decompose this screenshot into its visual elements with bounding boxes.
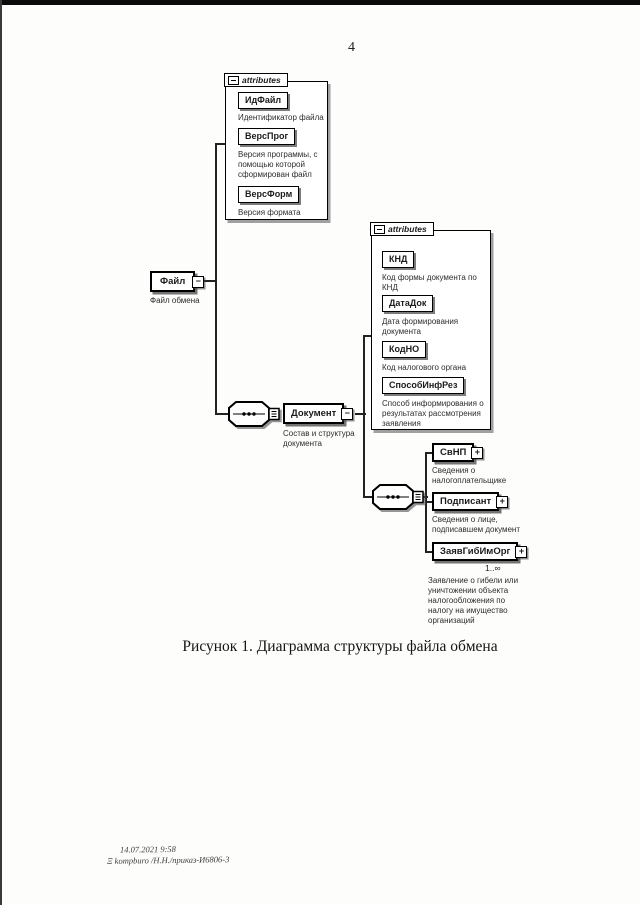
connector-line <box>425 551 433 553</box>
element-node-podpisant: Подписант + <box>432 492 509 511</box>
element-annotation: Сведения о лице, подписавшем документ <box>432 515 521 534</box>
element-node-svnp: СвНП + <box>432 443 484 462</box>
sequence-icon <box>228 401 280 427</box>
connector-line <box>363 496 375 498</box>
element-name: Подписант <box>440 496 492 507</box>
attributes-label: attributes <box>242 75 281 85</box>
attribute-node-sposobinfrez: СпособИнфРез <box>382 377 465 394</box>
cardinality-label: 1..∞ <box>485 563 501 573</box>
attribute-annotation: Идентификатор файла <box>238 113 324 122</box>
expand-icon: + <box>471 446 484 459</box>
attribute-annotation: Версия формата <box>238 208 301 217</box>
element-annotation: Файл обмена <box>150 296 200 305</box>
attributes-box-file: attributes ИдФайл Идентификатор файла Ве… <box>224 73 328 220</box>
connector-line <box>204 280 217 282</box>
attributes-box-document: attributes КНД Код формы документа по КН… <box>370 222 491 430</box>
collapse-icon <box>374 224 385 234</box>
attributes-tab: attributes <box>224 73 288 87</box>
attribute-node-knd: КНД <box>382 251 415 268</box>
attribute-annotation: Дата формирования документа <box>382 317 459 336</box>
attributes-tab: attributes <box>370 222 434 236</box>
footer-reference: Ξ kompburo /Н.Н./приказ-И6806-3 <box>107 854 230 866</box>
element-node-zayavgibimorg: ЗаявГибИмОрг + <box>432 542 528 561</box>
element-node-file: Файл − <box>150 271 205 292</box>
attribute-node-versprog: ВерсПрог <box>238 128 296 145</box>
expand-icon: + <box>496 495 509 508</box>
element-annotation: Сведения о налогоплательщике <box>432 466 507 485</box>
expand-icon: + <box>515 545 528 558</box>
attribute-node-datadok: ДатаДок <box>382 295 434 312</box>
connector-line <box>355 413 366 415</box>
page-number: 4 <box>348 40 355 55</box>
collapse-icon: − <box>192 275 205 288</box>
attribute-annotation: Способ информирования о результатах расс… <box>382 399 484 428</box>
page-footer: 14.07.2021 9:58 Ξ kompburo /Н.Н./приказ-… <box>107 843 230 866</box>
element-annotation: Состав и структура документа <box>283 429 355 448</box>
element-name: ЗаявГибИмОрг <box>440 546 511 557</box>
attribute-node-idfail: ИдФайл <box>238 92 289 109</box>
scan-edge-left <box>0 0 2 905</box>
element-name: Файл <box>160 276 186 287</box>
scan-edge-top <box>0 0 640 5</box>
connector-line <box>425 452 433 454</box>
connector-line <box>363 335 365 498</box>
attribute-node-kodno: КодНО <box>382 341 427 358</box>
element-node-document: Документ − <box>283 403 354 424</box>
connector-line <box>425 501 433 503</box>
connector-line <box>215 143 226 145</box>
element-annotation: Заявление о гибели или уничтожении объек… <box>428 576 519 625</box>
collapse-icon <box>228 75 239 85</box>
element-name: СвНП <box>440 447 467 458</box>
attribute-annotation: Версия программы, с помощью которой сфор… <box>238 150 318 179</box>
attribute-annotation: Код формы документа по КНД <box>382 273 477 292</box>
connector-line <box>215 143 217 415</box>
attribute-node-versform: ВерсФорм <box>238 186 300 203</box>
collapse-icon: − <box>341 407 354 420</box>
footer-timestamp: 14.07.2021 9:58 <box>119 843 176 855</box>
sequence-icon <box>372 484 424 510</box>
connector-line <box>363 335 372 337</box>
element-name: Документ <box>291 408 337 419</box>
attributes-label: attributes <box>388 224 427 234</box>
attribute-annotation: Код налогового органа <box>382 363 467 372</box>
connector-line <box>215 413 230 415</box>
figure-caption: Рисунок 1. Диаграмма структуры файла обм… <box>182 638 498 655</box>
